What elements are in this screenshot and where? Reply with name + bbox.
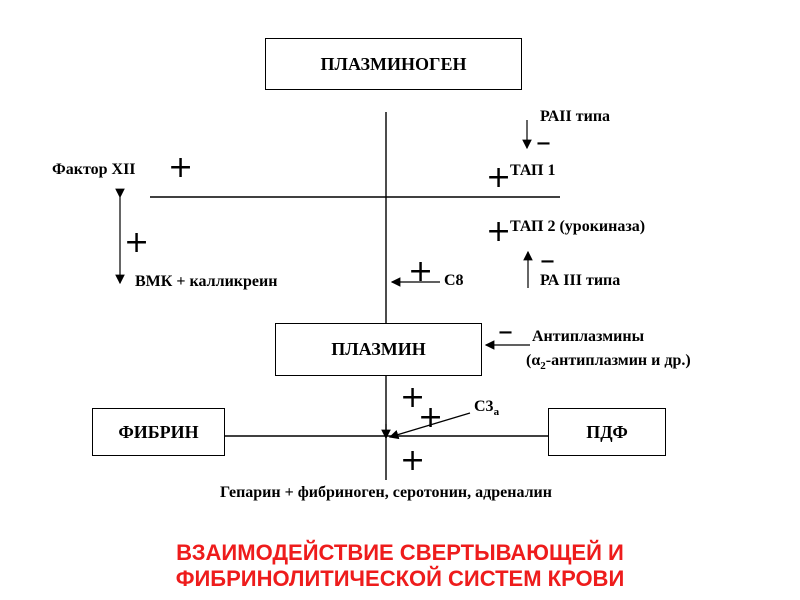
diagram-title-line2: ФИБРИНОЛИТИЧЕСКОЙ СИСТЕМ КРОВИ <box>175 566 625 591</box>
heparin-label: Гепарин + фибриноген, серотонин, адренал… <box>220 484 552 501</box>
plus-tap2: + <box>486 214 512 249</box>
plus-plasmin-1: + <box>400 380 426 415</box>
pai2-label: РАII типа <box>540 108 611 125</box>
alpha2-sub: 2 <box>540 360 546 373</box>
plus-c8: + <box>408 254 434 289</box>
pa3-label: РА III типа <box>540 272 621 289</box>
minus-pai2: – <box>536 125 551 160</box>
plus-heparin: + <box>400 443 426 478</box>
c3a-sub: a <box>493 406 500 419</box>
plasminogen-box: ПЛАЗМИНОГЕН <box>265 38 522 90</box>
c3a-label: С3a <box>474 398 499 418</box>
tap1-label: ТАП 1 <box>510 162 556 179</box>
alpha2-label: (α2-антиплазмин и др.) <box>526 352 691 372</box>
plasmin-box: ПЛАЗМИН <box>275 323 482 376</box>
fibrin-box: ФИБРИН <box>92 408 225 456</box>
alpha2-open: (α <box>526 352 541 369</box>
vmk-label: ВМК + калликреин <box>135 273 278 290</box>
plus-vmk: + <box>124 225 150 260</box>
pdf-box: ПДФ <box>548 408 666 456</box>
minus-antiplasmins: – <box>498 314 513 349</box>
minus-pa3: – <box>540 243 555 278</box>
diagram-title-line1: ВЗАИМОДЕЙСТВИЕ СВЕРТЫВАЮЩЕЙ И <box>176 540 624 565</box>
antiplasmins-label: Антиплазмины <box>532 328 645 345</box>
plus-factor12: + <box>168 150 194 185</box>
plus-plasmin-2: + <box>418 400 444 435</box>
tap2-label: ТАП 2 (урокиназа) <box>510 218 646 235</box>
c8-label: С8 <box>444 272 464 289</box>
c3a-main: С3 <box>474 398 494 415</box>
c3a-arrow <box>388 412 471 440</box>
alpha2-rest: -антиплазмин и др.) <box>545 352 691 369</box>
plus-tap1: + <box>486 160 512 195</box>
factor12-label: Фактор XII <box>52 161 136 178</box>
